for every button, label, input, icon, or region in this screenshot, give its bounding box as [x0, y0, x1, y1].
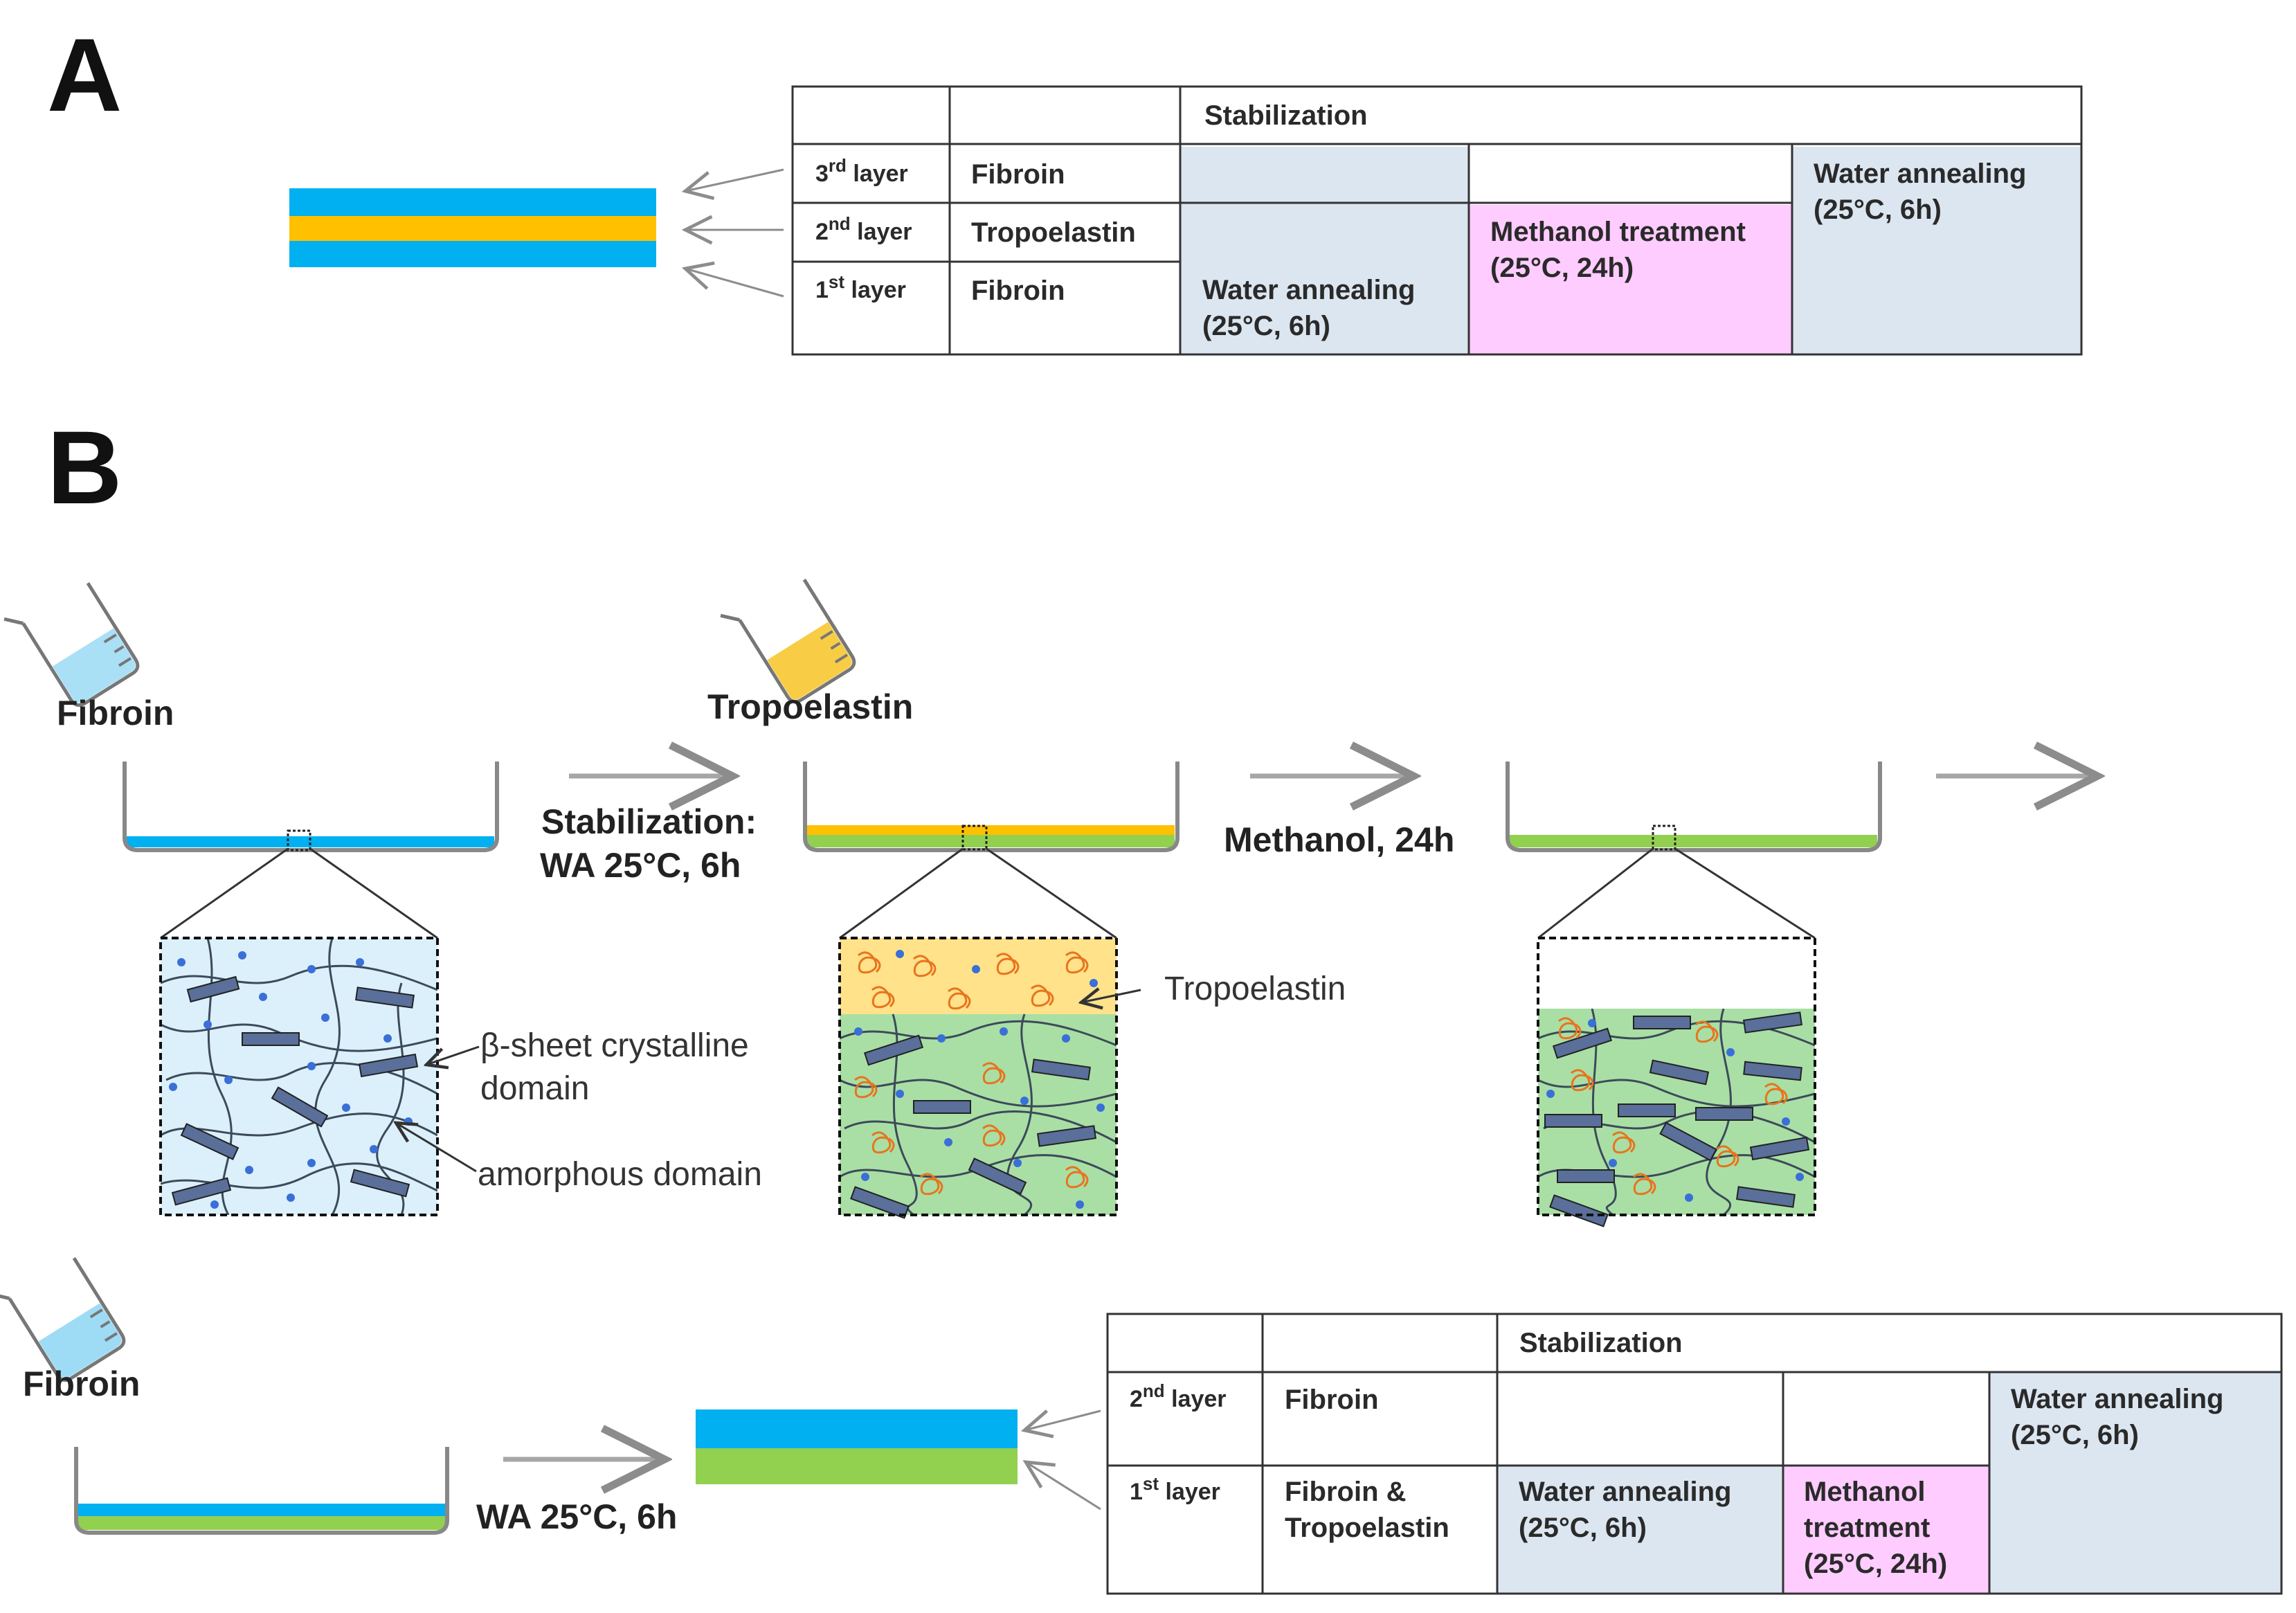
- table-b-material-1-line1: Fibroin &: [1285, 1477, 1407, 1507]
- annotation-beta-line2: domain: [480, 1070, 589, 1107]
- zoom-box-fibroin: [159, 937, 439, 1216]
- bottom-beaker-label: Fibroin: [23, 1364, 140, 1403]
- step1-label-line2: WA 25°C, 6h: [540, 846, 741, 885]
- zoom-connectors: [160, 847, 1816, 939]
- beaker-tropoelastin-icon: [720, 578, 856, 704]
- table-b-wa1-line2: (25°C, 6h): [1519, 1513, 1647, 1543]
- table-b-material-1-line2: Tropoelastin: [1285, 1513, 1449, 1543]
- film-layer-3: [289, 188, 656, 216]
- table-a-wa1-line2: (25°C, 6h): [1202, 311, 1330, 341]
- table-a-material-2: Tropoelastin: [971, 217, 1136, 248]
- annotation-tropoelastin-arrow: [1081, 990, 1141, 1002]
- panel-a-letter: A: [47, 17, 122, 133]
- arrow-layer-3: [685, 168, 784, 191]
- arrow-bilayer-1: [1026, 1462, 1101, 1511]
- dish-3: [1506, 762, 1882, 852]
- crystal-cluster-fibroin: [171, 975, 419, 1206]
- table-a-layer-3: 3rd layer: [815, 155, 908, 187]
- bilayer-film: [696, 1409, 1018, 1484]
- beaker-fibroin-icon: [3, 582, 140, 708]
- table-b-wa1-line1: Water annealing: [1519, 1477, 1731, 1507]
- arrow-layer-1: [685, 269, 784, 298]
- table-b-header: Stabilization: [1519, 1328, 1683, 1358]
- table-b-layer-1: 1st layer: [1130, 1473, 1220, 1505]
- table-a-meoh-line1: Methanol treatment: [1490, 217, 1746, 247]
- zoom-box-tropoelastin-layer: [838, 937, 1118, 1219]
- dish-1: [123, 762, 499, 852]
- dish-2: [803, 762, 1179, 852]
- table-a-wa1-line1: Water annealing: [1202, 275, 1415, 305]
- film-layer-1: [289, 241, 656, 267]
- table-b-wa2-line1: Water annealing: [2011, 1384, 2223, 1414]
- dish-bottom: [74, 1447, 449, 1535]
- beaker-tropoelastin-label: Tropoelastin: [707, 687, 913, 726]
- annotation-beta-arrow: [426, 1045, 480, 1065]
- beaker-fibroin-label: Fibroin: [57, 694, 174, 732]
- cell-methanol: [1469, 205, 1792, 354]
- film-layer-2: [289, 216, 656, 241]
- table-b: Stabilization 2nd layer Fibroin 1st laye…: [1106, 1313, 2283, 1595]
- arrow-bilayer-2: [1024, 1411, 1101, 1430]
- table-a-wa2-line1: Water annealing: [1814, 159, 2026, 189]
- cell-water-annealing-1: [1180, 147, 1469, 354]
- table-b-meoh-line2: treatment: [1804, 1513, 1930, 1543]
- annotation-beta-line1: β-sheet crystalline: [480, 1027, 749, 1064]
- table-a-meoh-line2: (25°C, 24h): [1490, 253, 1634, 283]
- zoom-box-methanol: [1537, 937, 1816, 1227]
- trilayer-film: [289, 188, 656, 267]
- step2-label: Methanol, 24h: [1224, 820, 1454, 859]
- annotation-amorphous: amorphous domain: [478, 1156, 762, 1193]
- table-b-layer-2: 2nd layer: [1130, 1380, 1227, 1412]
- crystal-cluster-methanol: [1544, 1011, 1810, 1227]
- table-a-material-3: Fibroin: [971, 159, 1065, 190]
- table-b-wa2-line2: (25°C, 6h): [2011, 1420, 2139, 1450]
- table-a-header: Stabilization: [1204, 100, 1368, 131]
- table-b-meoh-line1: Methanol: [1804, 1477, 1926, 1507]
- table-a: Stabilization 3rd layer Fibroin 2nd laye…: [791, 85, 2083, 356]
- dots-tropo: [854, 950, 1105, 1209]
- table-a-material-1: Fibroin: [971, 276, 1065, 306]
- dots-fibroin: [169, 951, 413, 1209]
- table-b-meoh-line3: (25°C, 24h): [1804, 1549, 1947, 1579]
- bottom-step-label: WA 25°C, 6h: [476, 1497, 677, 1536]
- annotation-amorphous-arrow: [396, 1123, 477, 1173]
- table-b-material-2: Fibroin: [1285, 1385, 1379, 1415]
- bottom-beaker-fibroin-icon: [0, 1256, 126, 1382]
- table-a-layer-1: 1st layer: [815, 271, 906, 303]
- tropoelastin-coils-2: [854, 951, 1089, 1196]
- table-a-wa2-line2: (25°C, 6h): [1814, 195, 1942, 225]
- step1-label-line1: Stabilization:: [541, 802, 757, 841]
- panel-b-letter: B: [47, 409, 122, 525]
- tropoelastin-coils-3: [1558, 1017, 1788, 1196]
- dots-methanol: [1546, 1019, 1804, 1202]
- crystal-cluster-tropo: [850, 1034, 1096, 1219]
- annotation-tropoelastin: Tropoelastin: [1164, 971, 1346, 1007]
- table-a-layer-2: 2nd layer: [815, 213, 912, 245]
- cell-water-annealing-2: [1792, 147, 2081, 354]
